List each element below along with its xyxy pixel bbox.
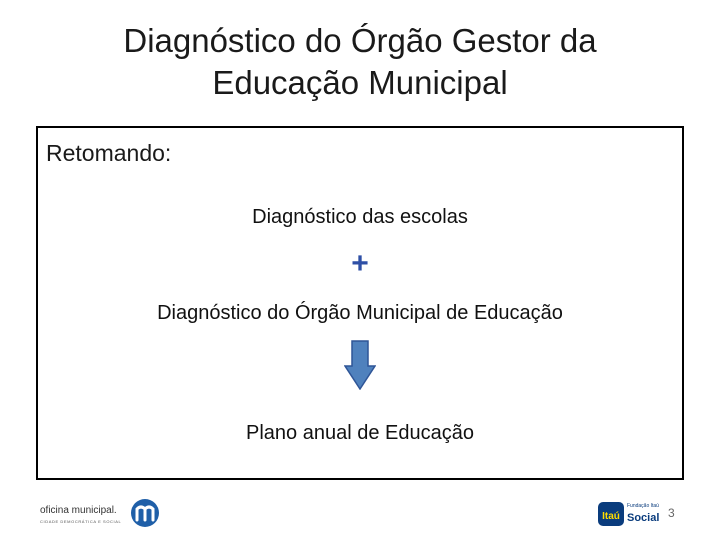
fundacao-itau-social-logo: Itaú Fundação Itaú Social [598, 502, 659, 526]
step-annual-plan: Plano anual de Educação [246, 422, 474, 444]
slide-title: Diagnóstico do Órgão Gestor da Educação … [0, 20, 720, 104]
intro-label: Retomando: [46, 140, 172, 166]
oficina-municipal-logo: oficina municipal. CIDADE DEMOCRÁTICA E … [40, 498, 160, 532]
social-text: Social [627, 512, 659, 524]
oficina-municipal-m-icon [131, 499, 159, 527]
plus-icon: + [351, 247, 369, 280]
slide-title-line-2: Educação Municipal [212, 64, 508, 101]
itau-top-text: Fundação Itaú [627, 503, 659, 509]
page-number: 3 [668, 506, 675, 520]
arrow-down-icon [344, 340, 376, 390]
oficina-municipal-logo-subtext: CIDADE DEMOCRÁTICA E SOCIAL [40, 519, 122, 524]
oficina-municipal-logo-text: oficina municipal. [40, 505, 117, 516]
step-organ-diagnosis: Diagnóstico do Órgão Municipal de Educaç… [157, 302, 563, 324]
itau-text: Itaú [602, 511, 620, 522]
slide-title-line-1: Diagnóstico do Órgão Gestor da [123, 22, 597, 59]
step-schools-diagnosis: Diagnóstico das escolas [252, 206, 468, 228]
content-box: Retomando: Diagnóstico das escolas + Dia… [36, 126, 684, 480]
